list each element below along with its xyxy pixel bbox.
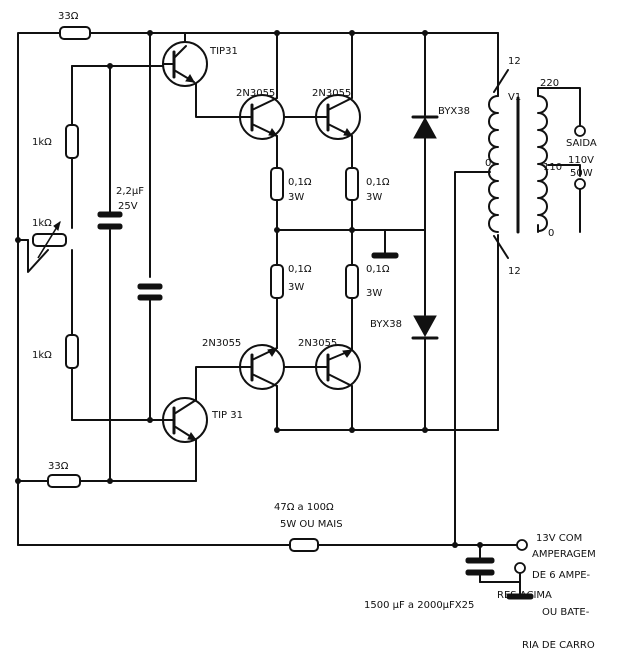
resistor-33-top [59, 26, 91, 40]
label-2n3055-2: 2N3055 [312, 88, 351, 99]
label-secondary-bottom: 0 [548, 228, 554, 239]
label-diode-bottom: BYX38 [370, 319, 402, 330]
label-emitter-1-power: 3W [288, 192, 304, 203]
label-primary-bottom: 12 [508, 266, 521, 277]
ground-supply [506, 593, 534, 600]
wiring [17, 32, 581, 596]
label-1k-pot: 1kΩ [32, 218, 52, 229]
capacitor-filter [465, 557, 495, 576]
label-transformer-name: V1 [508, 92, 521, 103]
label-diode-top: BYX38 [438, 106, 470, 117]
label-cap-2u2-voltage: 25V [118, 201, 138, 212]
transistor-2n3055-4 [315, 344, 361, 390]
label-output: SAIDA [566, 138, 597, 149]
label-cap-filter: 1500 µF a 2000µFX25 [364, 600, 474, 611]
label-emitter-4-value: 0,1Ω [366, 264, 390, 275]
supply-note-line2: AMPERAGEM [532, 549, 596, 560]
supply-terminal-negative [514, 562, 526, 574]
supply-note-line6: RIA DE CARRO [522, 640, 595, 651]
label-2n3055-4: 2N3055 [298, 338, 337, 349]
capacitor-middle [137, 283, 163, 301]
label-secondary-tap: 110 [543, 162, 562, 173]
label-series-power: 5W OU MAIS [280, 519, 343, 530]
resistor-emitter-4 [345, 264, 359, 299]
label-series-value: 47Ω a 100Ω [274, 502, 334, 513]
transistor-tip31-top [162, 41, 208, 87]
diode-top [411, 115, 439, 139]
label-cap-2u2-value: 2,2µF [116, 186, 144, 197]
resistor-emitter-3 [270, 264, 284, 299]
transformer-v1 [488, 69, 548, 259]
label-emitter-3-power: 3W [288, 282, 304, 293]
label-emitter-4-power: 3W [366, 288, 382, 299]
resistor-emitter-1 [270, 167, 284, 201]
label-33-bottom: 33Ω [48, 461, 69, 472]
label-emitter-1-value: 0,1Ω [288, 177, 312, 188]
supply-note-line5: OU BATE- [542, 607, 590, 618]
transistor-2n3055-3 [239, 344, 285, 390]
label-2n3055-1: 2N3055 [236, 88, 275, 99]
supply-note-line4: RES ACIMA [497, 590, 552, 601]
supply-terminal-positive [516, 539, 528, 551]
resistor-emitter-2 [345, 167, 359, 201]
label-tip31-top: TIP31 [209, 46, 238, 57]
capacitor-2u2 [97, 211, 123, 230]
transistor-2n3055-2 [315, 94, 361, 140]
output-terminal-top [574, 125, 586, 137]
label-33-top: 33Ω [58, 11, 79, 22]
transistor-tip31-bottom [162, 397, 208, 443]
transistor-2n3055-1 [239, 94, 285, 140]
label-2n3055-3: 2N3055 [202, 338, 241, 349]
label-1k-top: 1kΩ [32, 137, 52, 148]
label-emitter-3-value: 0,1Ω [288, 264, 312, 275]
resistor-series [289, 538, 319, 552]
supply-note-line1: 13V COM [536, 533, 582, 544]
label-emitter-2-value: 0,1Ω [366, 177, 390, 188]
label-output-power: 50W [570, 168, 593, 179]
ground-center [371, 252, 399, 259]
label-tip31-bottom: TIP 31 [211, 410, 243, 421]
resistor-33-bottom [47, 474, 81, 488]
label-1k-bottom: 1kΩ [32, 350, 52, 361]
resistor-1k-bottom [65, 334, 79, 369]
resistor-1k-top [65, 124, 79, 159]
potentiometer-1k [32, 220, 67, 259]
label-primary-top: 12 [508, 56, 521, 67]
label-primary-center: 0 [485, 158, 491, 169]
junction-dots [15, 30, 483, 548]
diode-bottom [411, 315, 439, 340]
label-emitter-2-power: 3W [366, 192, 382, 203]
label-output-voltage: 110V [568, 155, 594, 166]
output-terminal-bottom [574, 178, 586, 190]
label-secondary-top: 220 [540, 78, 559, 89]
supply-note-line3: DE 6 AMPE- [532, 570, 591, 581]
